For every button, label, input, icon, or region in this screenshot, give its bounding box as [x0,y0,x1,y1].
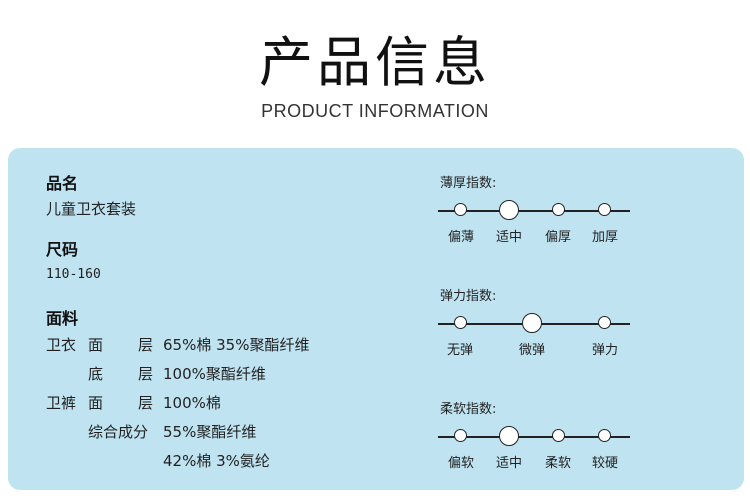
elasticity-index-title: 弹力指数: [440,289,497,304]
thickness-scale [438,199,630,221]
scale-point [598,429,611,442]
scale-label: 微弹 [518,343,546,358]
scale-label: 偏薄 [447,230,475,245]
scale-label: 适中 [495,230,523,245]
fabric-layer-suffix: 层 [138,336,154,354]
fabric-content: 65%棉 35%聚酯纤维 [163,336,310,354]
softness-index-title: 柔软指数: [440,402,497,417]
scale-point [454,316,467,329]
fabric-layer: 面 [88,336,104,354]
size-value: 110-160 [46,267,101,282]
scale-point [454,429,467,442]
scale-label: 无弹 [446,343,474,358]
fabric-layer-suffix: 层 [138,394,154,412]
scale-label: 加厚 [591,230,619,245]
fabric-layer: 综合成分 [88,423,149,441]
fabric-group-pants: 卫裤 [46,394,77,412]
page-subtitle: PRODUCT INFORMATION [261,101,489,121]
fabric-content: 100%棉 [163,394,221,412]
fabric-label: 面料 [46,309,79,328]
name-value: 儿童卫衣套装 [46,200,137,218]
scale-point [598,316,611,329]
softness-scale [438,425,630,447]
scale-label: 适中 [495,456,523,471]
scale-point-selected [499,425,519,446]
name-label: 品名 [46,174,79,193]
scale-label: 偏软 [447,456,475,471]
fabric-layer: 面 [88,394,104,412]
elasticity-scale [438,312,630,334]
fabric-content: 100%聚酯纤维 [163,365,266,383]
scale-point-selected [522,312,542,333]
scale-line [438,436,630,438]
scale-point-selected [499,199,519,220]
fabric-group-top: 卫衣 [46,336,77,354]
scale-label: 偏厚 [544,230,572,245]
scale-label: 弹力 [591,343,619,358]
scale-label: 柔软 [544,456,572,471]
scale-point [454,203,467,216]
scale-label: 较硬 [591,456,619,471]
page-title: 产品信息 [259,31,491,94]
fabric-layer-suffix: 层 [138,365,154,383]
fabric-content: 55%聚酯纤维 [163,423,257,441]
scale-line [438,210,630,212]
size-label: 尺码 [46,240,79,259]
scale-point [598,203,611,216]
scale-point [552,429,565,442]
fabric-layer: 底 [88,365,104,383]
info-panel: 品名 儿童卫衣套装 尺码 110-160 面料 卫衣 面 层 65%棉 35%聚… [8,148,744,490]
thickness-index-title: 薄厚指数: [440,176,497,191]
fabric-content: 42%棉 3%氨纶 [163,452,270,470]
scale-point [552,203,565,216]
